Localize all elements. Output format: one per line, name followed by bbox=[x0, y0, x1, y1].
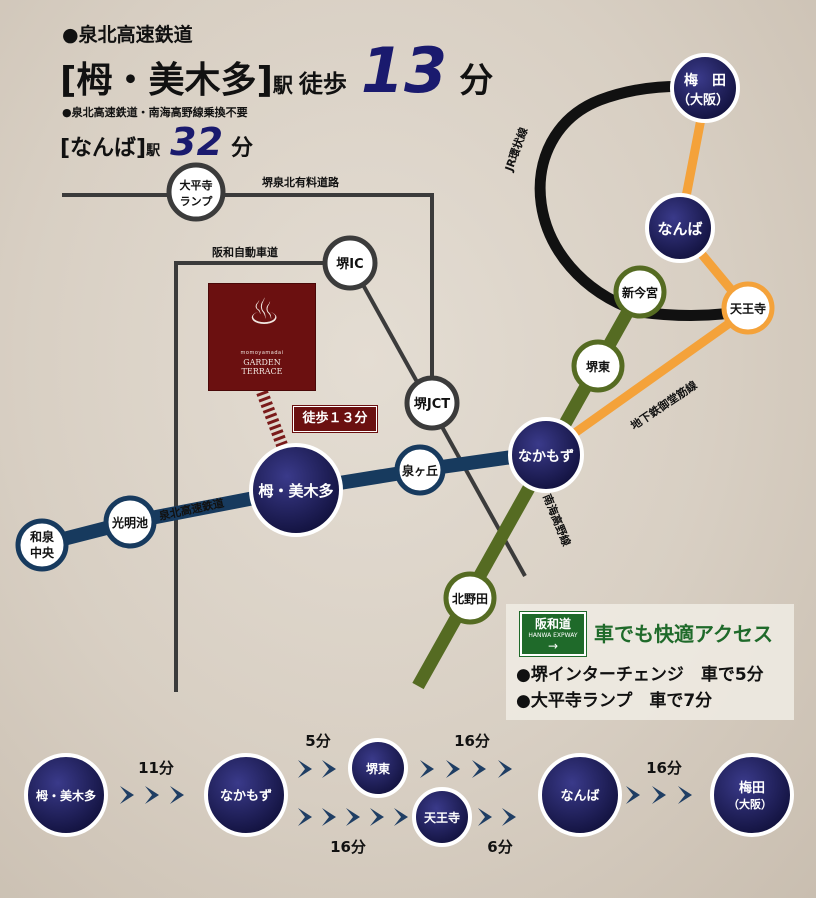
label-sakai-jct: 堺JCT bbox=[414, 396, 450, 412]
station-umeda[interactable] bbox=[670, 53, 740, 123]
station-komyoike[interactable] bbox=[103, 495, 157, 549]
time-nakamozu-sakaihigashi: 5分 bbox=[305, 732, 330, 750]
route-tennoji[interactable] bbox=[412, 787, 472, 847]
header-eki: 駅 bbox=[272, 73, 293, 97]
route-umeda[interactable] bbox=[710, 753, 794, 837]
label-nankai: 南海高野線 bbox=[540, 492, 574, 548]
daiheiji-ramp[interactable] bbox=[166, 162, 226, 222]
label-komyoike: 光明池 bbox=[111, 515, 148, 530]
route-label-umeda-sub: （大阪） bbox=[728, 797, 772, 811]
label-izumi-chuo-1: 和泉 bbox=[29, 529, 55, 544]
walk-path bbox=[256, 389, 288, 448]
label-sakaihigashi: 堺東 bbox=[586, 359, 610, 374]
header-namba-access: [なんば]駅 32 分 bbox=[60, 123, 254, 169]
label-sakai-senboku-road: 堺泉北有料道路 bbox=[262, 175, 340, 189]
route-toga[interactable] bbox=[24, 753, 108, 837]
access-line-ic: ●堺インターチェンジ 車で5分 bbox=[516, 665, 764, 685]
garden-terrace-logo[interactable]: ♨ momoyamadai GARDEN TERRACE bbox=[208, 283, 316, 391]
header-toho: 徒歩 bbox=[298, 70, 347, 98]
station-toga[interactable] bbox=[249, 443, 343, 537]
subway-line bbox=[545, 97, 753, 456]
sakai-ic[interactable] bbox=[322, 235, 378, 291]
logo-name-1: GARDEN bbox=[243, 358, 281, 367]
header-minutes: 13 bbox=[360, 34, 448, 107]
header-line-name: ●泉北高速鉄道 bbox=[62, 24, 193, 46]
hanwa-expressway-sign: 阪和道 HANWA EXPWAY → bbox=[520, 612, 586, 656]
access-title: 車でも快適アクセス bbox=[594, 622, 773, 646]
station-nakamozu[interactable] bbox=[508, 417, 584, 493]
logo-small-text: momoyamadai bbox=[240, 350, 284, 356]
label-namba: なんば bbox=[657, 220, 702, 238]
label-tennoji: 天王寺 bbox=[730, 301, 766, 316]
station-izumi-chuo[interactable] bbox=[15, 518, 69, 572]
header-eki-2: 駅 bbox=[146, 143, 161, 159]
station-sakaihigashi[interactable] bbox=[571, 339, 625, 393]
time-toga-nakamozu: 11分 bbox=[138, 759, 174, 777]
header-fun-2: 分 bbox=[231, 136, 254, 161]
station-namba[interactable] bbox=[645, 193, 715, 263]
label-sakai-ic: 堺IC bbox=[336, 256, 363, 272]
route-label-namba: なんば bbox=[560, 789, 599, 804]
route-namba[interactable] bbox=[538, 753, 622, 837]
header-namba-station: [なんば] bbox=[60, 136, 147, 161]
header-fun: 分 bbox=[459, 61, 494, 101]
arrow-right-icon: → bbox=[547, 639, 559, 653]
logo-name: GARDEN TERRACE bbox=[209, 358, 315, 376]
label-senboku-rail: 泉北高速鉄道 bbox=[157, 496, 225, 524]
flame-icon: ♨ bbox=[248, 292, 281, 333]
sign-kanji: 阪和道 bbox=[534, 617, 571, 631]
label-toga: 栂・美木多 bbox=[258, 482, 333, 500]
car-access-box: 阪和道 HANWA EXPWAY → 車でも快適アクセス ●堺インターチェンジ … bbox=[506, 604, 794, 720]
label-izumi-chuo-2: 中央 bbox=[30, 545, 55, 560]
route-label-nakamozu: なかもず bbox=[220, 788, 272, 804]
route-label-tennoji: 天王寺 bbox=[424, 810, 460, 825]
header-transfer-note: ●泉北高速鉄道・南海高野線乗換不要 bbox=[62, 106, 248, 119]
label-umeda: 梅 田 bbox=[684, 72, 726, 89]
header-station: [栂・美木多] bbox=[60, 60, 273, 101]
label-izumigaoka: 泉ヶ丘 bbox=[402, 463, 438, 478]
station-izumigaoka[interactable] bbox=[394, 444, 446, 496]
label-shinimamiya: 新今宮 bbox=[622, 285, 658, 300]
station-kitanoda[interactable] bbox=[443, 571, 497, 625]
time-nakamozu-tennoji: 16分 bbox=[330, 838, 366, 856]
hanwa-expressway-west bbox=[174, 261, 330, 692]
label-kitanoda: 北野田 bbox=[452, 591, 488, 606]
time-namba-umeda: 16分 bbox=[646, 759, 682, 777]
time-tennoji-namba: 6分 bbox=[487, 838, 512, 856]
jr-loop-line bbox=[534, 80, 706, 318]
label-umeda-sub: （大阪） bbox=[677, 92, 729, 108]
time-sakaihigashi-namba: 16分 bbox=[454, 732, 490, 750]
route-sakaihigashi[interactable] bbox=[348, 738, 408, 798]
header-namba-minutes: 32 bbox=[170, 120, 224, 164]
label-daiheiji-2: ランプ bbox=[180, 194, 214, 208]
route-nakamozu[interactable] bbox=[204, 753, 288, 837]
route-arrows bbox=[120, 760, 692, 826]
station-shinimamiya[interactable] bbox=[613, 265, 667, 319]
route-label-toga: 栂・美木多 bbox=[36, 788, 96, 803]
label-daiheiji-1: 大平寺 bbox=[180, 178, 213, 192]
access-line-ramp: ●大平寺ランプ 車で7分 bbox=[516, 691, 713, 711]
label-hanwa-road: 阪和自動車道 bbox=[212, 245, 278, 259]
sakai-jct[interactable] bbox=[404, 375, 460, 431]
station-tennoji[interactable] bbox=[721, 281, 775, 335]
logo-name-2: TERRACE bbox=[241, 367, 283, 376]
walk-time-badge: 徒歩１３分 bbox=[293, 406, 377, 432]
route-label-sakaihigashi: 堺東 bbox=[366, 761, 390, 776]
label-nakamozu: なかもず bbox=[518, 448, 574, 465]
route-label-umeda: 梅田 bbox=[739, 780, 765, 796]
sign-en: HANWA EXPWAY bbox=[528, 632, 578, 639]
